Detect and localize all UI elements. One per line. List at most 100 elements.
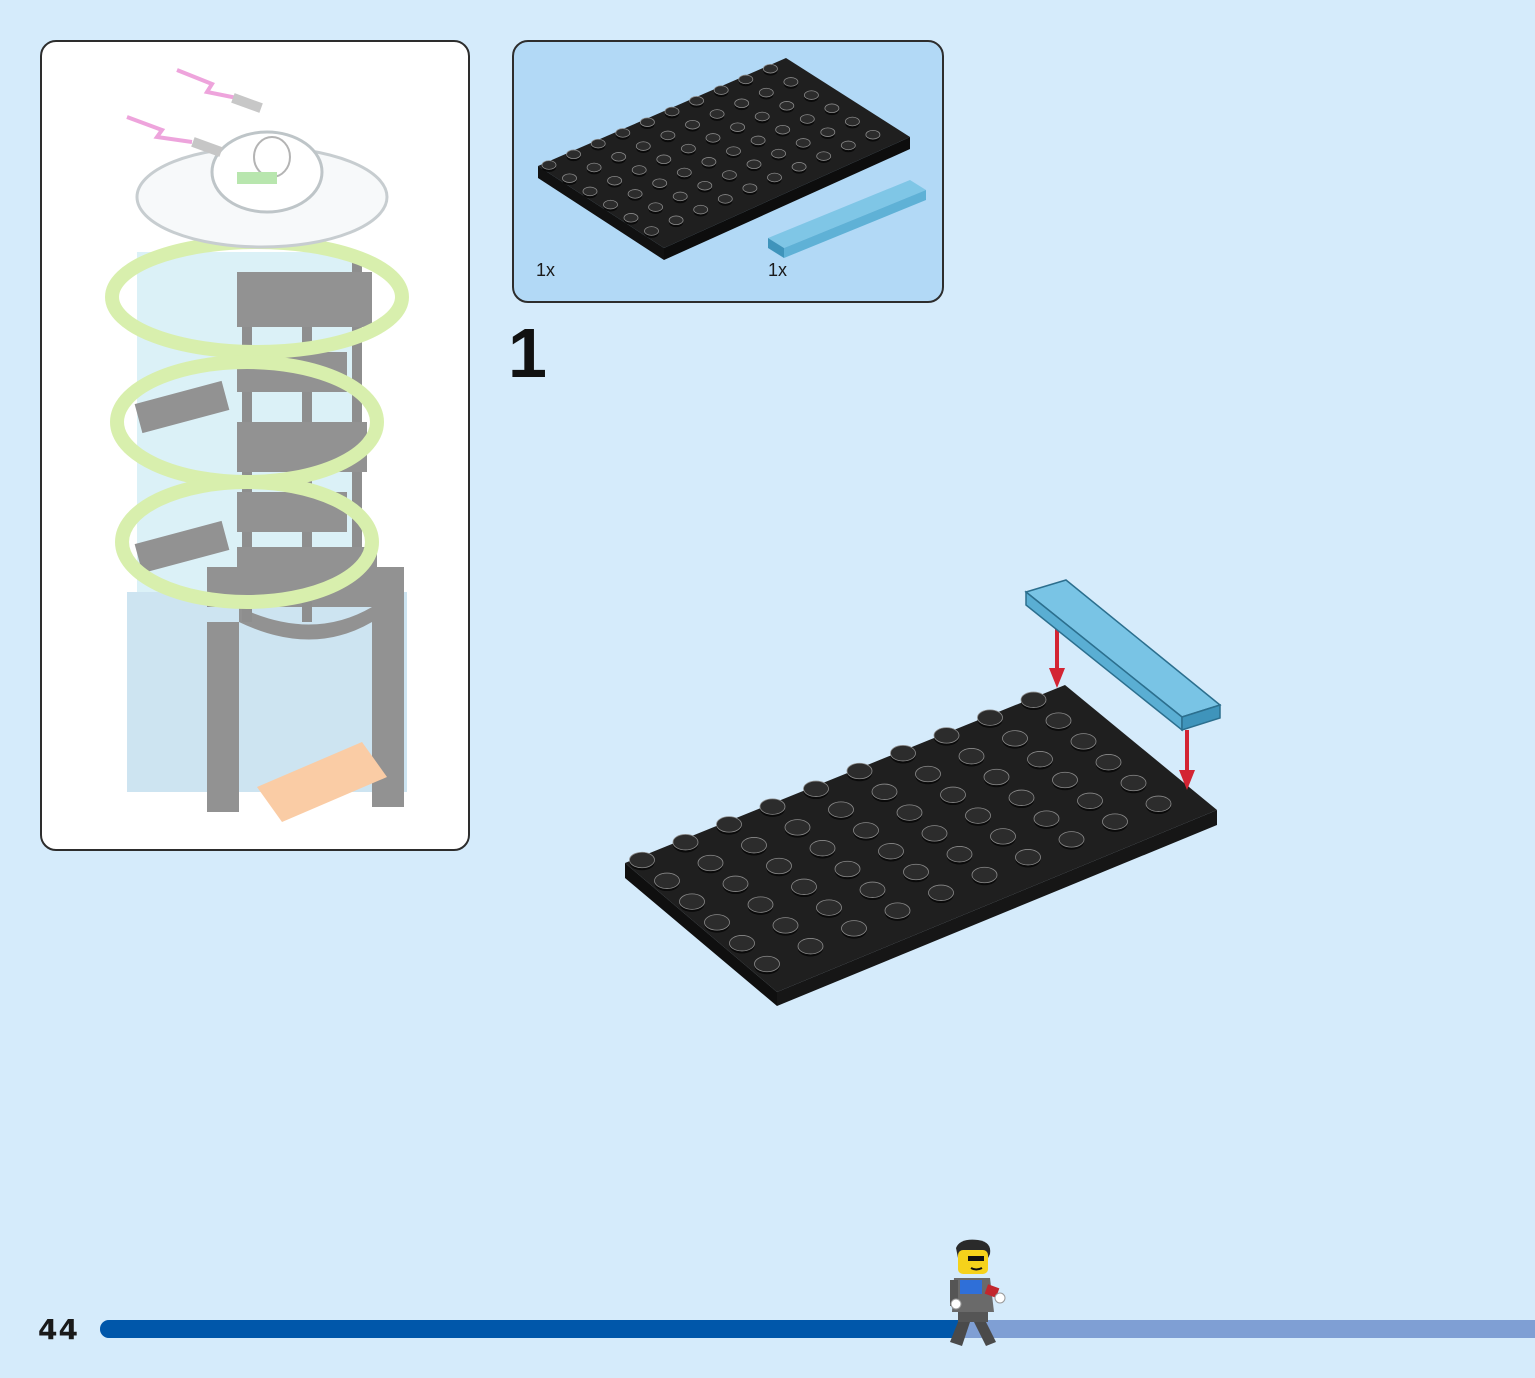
stud-top [750, 135, 766, 146]
stud-top [965, 807, 991, 824]
stud-top [865, 129, 881, 140]
stud-top [738, 74, 754, 85]
stud-top [607, 175, 622, 186]
stud-top [1120, 774, 1147, 792]
stud-top [1027, 751, 1053, 768]
stud-top [705, 133, 721, 143]
stud-top [784, 819, 811, 836]
stud-top [940, 786, 966, 803]
stud-top [734, 98, 750, 109]
stud-top [623, 213, 639, 223]
stud-top [841, 920, 867, 937]
minifigure-walking-icon [950, 1239, 1006, 1346]
stud-top [664, 106, 680, 117]
stud-top [1070, 733, 1097, 750]
stud-top [754, 111, 770, 122]
stud-top [754, 955, 780, 973]
stud-top [709, 109, 725, 119]
stud-top [704, 914, 730, 931]
stud-top [915, 765, 941, 783]
stud-top [767, 172, 782, 183]
stud-top [746, 159, 762, 170]
stud-top [701, 157, 717, 167]
stud-top [566, 149, 581, 160]
stud-top [672, 834, 699, 851]
stud-top [635, 141, 651, 151]
stud-top [896, 804, 923, 821]
stud-top [803, 780, 829, 797]
stud-top [983, 768, 1010, 786]
black-plate-6x10-icon [538, 58, 910, 260]
stud-top [791, 878, 817, 895]
stud-top [803, 90, 819, 100]
plate-quantity: 1x [536, 260, 556, 280]
stud-top [656, 154, 672, 165]
stud-top [1058, 831, 1085, 848]
stud-top [903, 863, 929, 881]
stud-top [824, 103, 840, 114]
stud-top [660, 130, 676, 141]
stud-top [884, 902, 911, 919]
model-preview-panel [40, 40, 470, 851]
stud-top [928, 884, 954, 901]
step-number: 1 [508, 314, 547, 392]
stud-top [1008, 789, 1035, 806]
stud-top [611, 152, 627, 162]
stud-top [631, 165, 647, 175]
stud-top [685, 119, 700, 130]
stud-top [1052, 771, 1078, 789]
stud-top [652, 178, 668, 188]
stud-top [648, 202, 664, 212]
stud-top [977, 709, 1003, 726]
stud-top [716, 816, 742, 833]
stud-top [853, 822, 879, 839]
stud-top [771, 148, 787, 159]
stud-top [990, 828, 1016, 845]
stud-top [840, 140, 856, 151]
stud-top [679, 893, 705, 910]
stud-top [1077, 792, 1103, 809]
stud-top [921, 825, 948, 842]
stud-top [783, 77, 799, 87]
stud-top [615, 128, 631, 138]
tower-preview-icon [105, 68, 409, 822]
stud-top [629, 851, 655, 869]
stud-top [878, 843, 904, 860]
stud-top [797, 938, 824, 955]
stud-top [762, 63, 778, 74]
stud-top [890, 745, 916, 762]
stud-top [590, 138, 606, 149]
stud-top [689, 96, 705, 106]
stud-top [654, 872, 680, 889]
red-arrow-icon [1049, 625, 1195, 790]
stud-top [697, 180, 713, 191]
stud-top [680, 143, 696, 154]
stud-top [759, 798, 786, 815]
stud-top [672, 191, 688, 202]
stud-top [730, 122, 746, 132]
stud-top [722, 875, 749, 892]
stud-top [871, 783, 898, 800]
stud-top [758, 87, 774, 98]
stud-top [1020, 691, 1047, 708]
stud-top [816, 151, 832, 161]
page-number: 44 [38, 1313, 79, 1346]
stud-top [844, 116, 860, 127]
stud-top [639, 117, 655, 127]
tile-quantity: 1x [768, 260, 788, 280]
stud-top [795, 138, 811, 148]
stud-top [816, 899, 842, 916]
stud-top [668, 215, 684, 226]
stud-top [1095, 754, 1122, 771]
stud-top [644, 226, 659, 236]
stud-top [693, 204, 709, 215]
parts-list-panel: 1x 1x [512, 40, 944, 303]
stud-top [676, 167, 692, 178]
stud-top [697, 854, 724, 872]
stud-top [747, 896, 774, 913]
stud-top [603, 199, 618, 210]
stud-top [741, 837, 767, 854]
stud-top [742, 183, 758, 193]
stud-top [933, 727, 960, 744]
stud-top [1102, 813, 1128, 830]
